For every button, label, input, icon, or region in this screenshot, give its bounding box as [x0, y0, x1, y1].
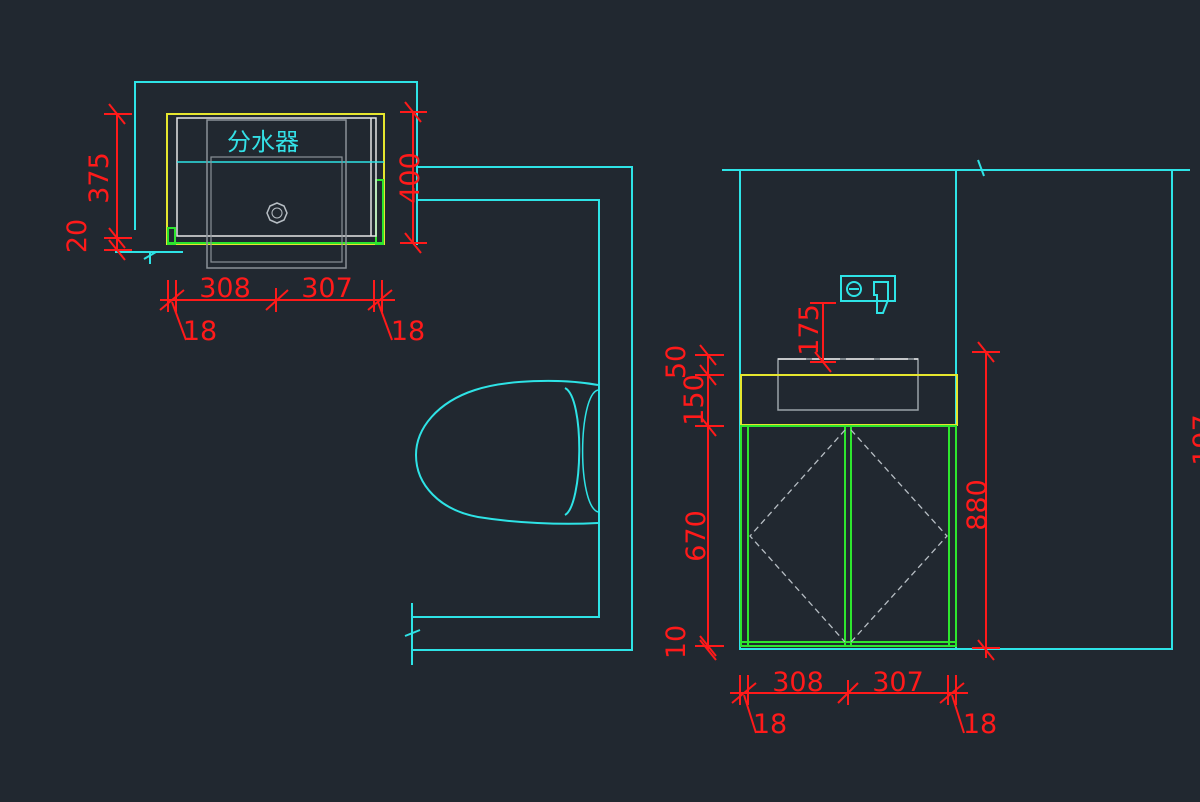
plan-dimensions [104, 101, 427, 341]
elev-door-swing [749, 429, 948, 643]
plan-drain-inner-icon [271, 207, 283, 219]
elev-countertop [740, 374, 958, 426]
plan-dim-307: 307 [301, 273, 353, 304]
elev-dimensions [695, 302, 1000, 734]
plan-basin-outer [206, 119, 347, 269]
plan-drain-icon [266, 202, 288, 224]
plan-cabinet-side-right [375, 179, 384, 245]
plan-wall-break [404, 603, 421, 665]
plan-wall-outer [412, 166, 633, 651]
plan-toilet-seat-rim [564, 387, 581, 516]
elev-dim-175: 175 [794, 304, 825, 356]
elev-dim-670: 670 [681, 510, 712, 562]
plan-cabinet-inner [176, 117, 377, 237]
elev-dim-307: 307 [872, 667, 924, 698]
plan-label-manifold: 分水器 [227, 128, 299, 156]
plan-toilet-bowl [414, 379, 599, 525]
plan-dim-375: 375 [84, 152, 115, 204]
elev-dim-18-right: 18 [963, 709, 997, 740]
elev-wall-break-mark [977, 159, 985, 177]
elev-basin [777, 358, 919, 411]
elev-cabinet [740, 425, 957, 647]
plan-dim-400: 400 [395, 152, 426, 204]
plan-wall-base [115, 251, 183, 264]
plan-cabinet-side-left [167, 227, 176, 245]
plan-dim-18-right: 18 [391, 316, 425, 347]
elev-faucet-icon [840, 275, 896, 314]
plan-wall-inner [412, 199, 600, 618]
elev-dim-308: 308 [772, 667, 824, 698]
plan-basin-inner [210, 156, 343, 263]
plan-dim-20: 20 [62, 219, 93, 253]
elev-dim-50: 50 [661, 345, 692, 379]
plan-view: 分水器 [62, 81, 633, 665]
elev-dim-18-left: 18 [753, 709, 787, 740]
plan-wall-niche [134, 81, 418, 245]
elev-dim-150: 150 [679, 374, 710, 426]
elevation-view: 50 150 670 10 175 880 308 307 18 18 197 [661, 159, 1200, 740]
elev-dim-880: 880 [962, 479, 993, 531]
plan-toilet-seat-inner [581, 389, 599, 513]
plan-dim-308: 308 [199, 273, 251, 304]
plan-dim-18-left: 18 [183, 316, 217, 347]
elev-dim-edge-partial: 197 [1188, 414, 1200, 466]
elev-dim-10: 10 [661, 625, 692, 659]
